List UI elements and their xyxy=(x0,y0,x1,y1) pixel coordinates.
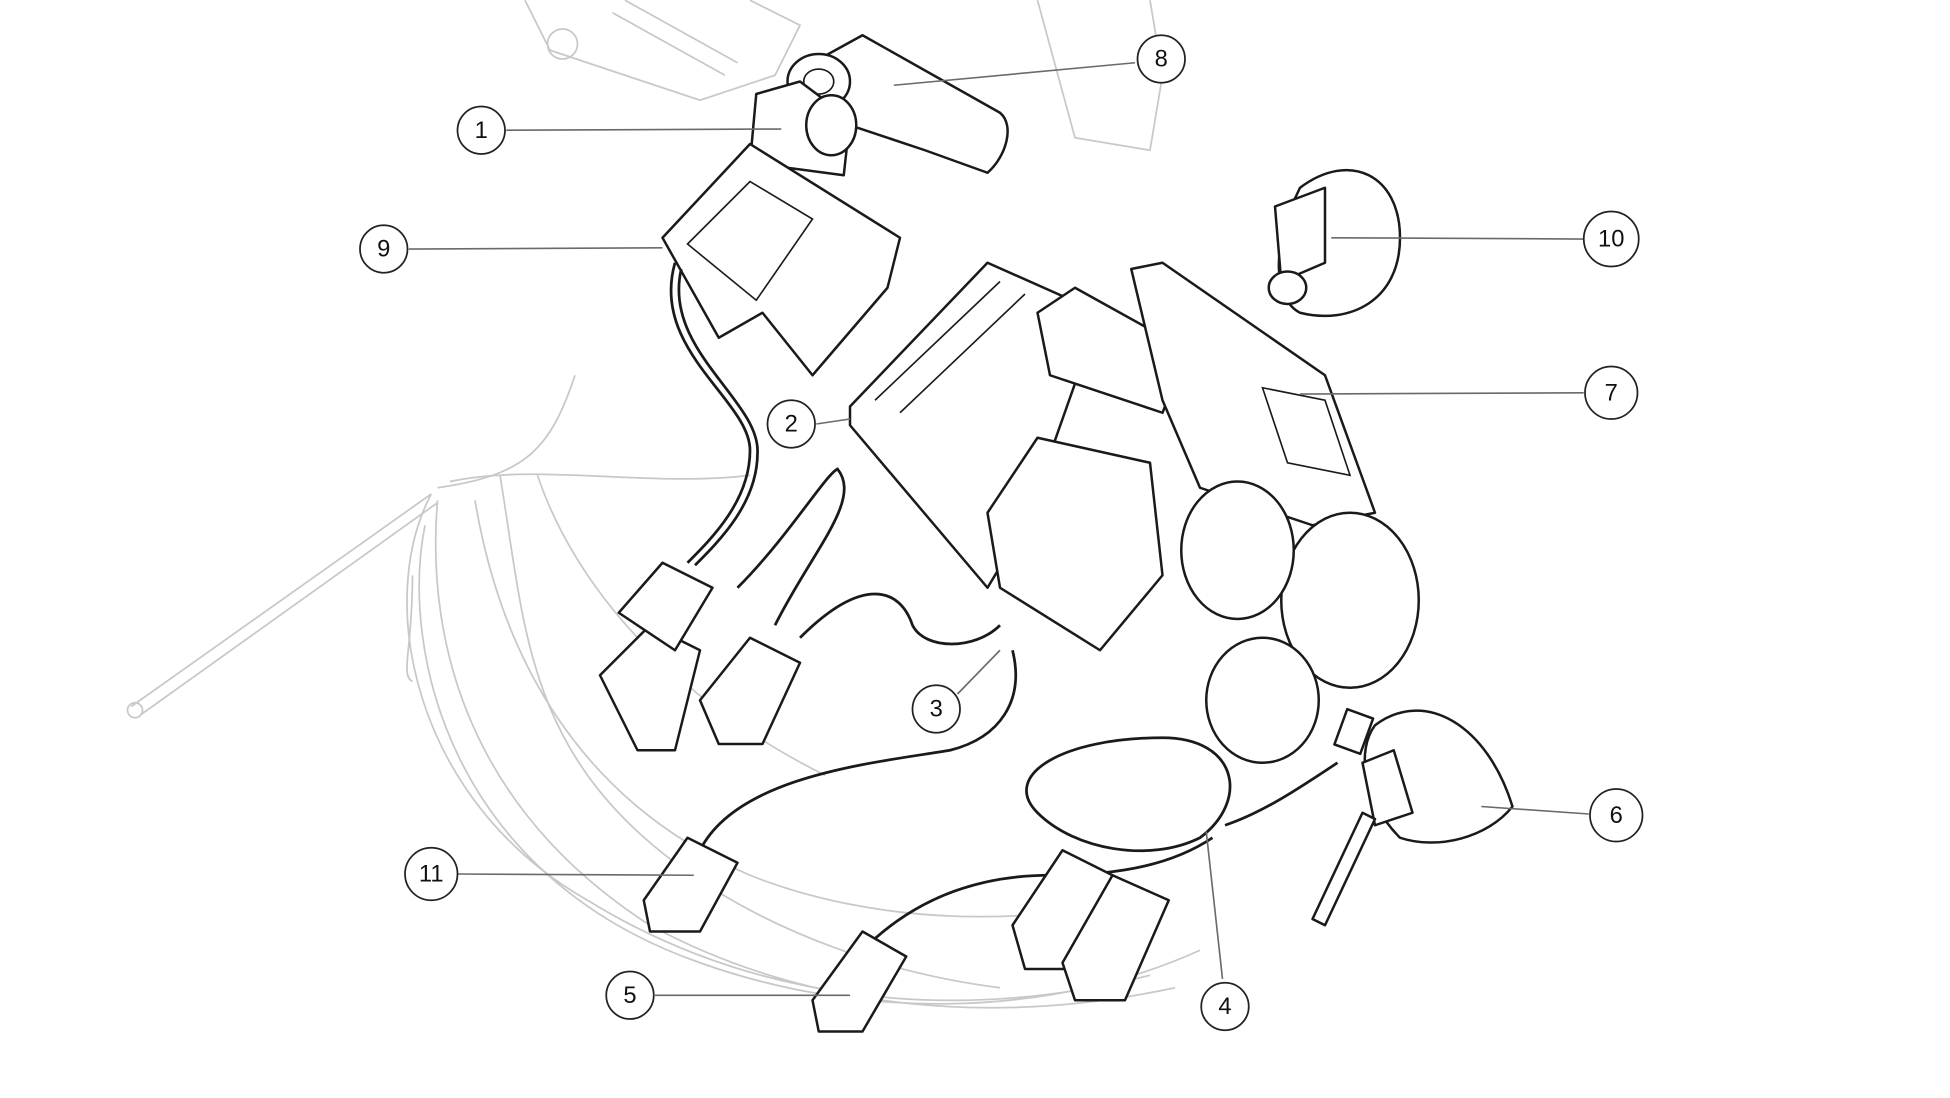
callout-2: 2 xyxy=(766,399,816,449)
callout-6: 6 xyxy=(1589,788,1644,843)
svg-text:8: 8 xyxy=(1155,46,1168,73)
svg-text:9: 9 xyxy=(377,236,390,263)
part-10-knob xyxy=(1267,169,1402,318)
leader-lines xyxy=(408,61,1589,997)
callout-10: 10 xyxy=(1582,210,1640,268)
svg-text:1: 1 xyxy=(475,117,488,144)
svg-text:3: 3 xyxy=(930,696,943,723)
callout-7: 7 xyxy=(1584,365,1639,420)
svg-text:11: 11 xyxy=(419,861,444,888)
callout-1: 1 xyxy=(456,105,506,155)
connectors xyxy=(598,561,1170,1033)
svg-text:4: 4 xyxy=(1218,993,1231,1020)
part-6-potentiometer xyxy=(1311,707,1514,927)
part-9-bracket xyxy=(661,142,902,377)
switch-assembly xyxy=(986,436,1420,853)
svg-text:10: 10 xyxy=(1598,226,1624,253)
callout-4: 4 xyxy=(1200,981,1250,1032)
svg-text:7: 7 xyxy=(1605,379,1618,406)
callout-8: 8 xyxy=(1136,34,1186,84)
callout-5: 5 xyxy=(605,970,655,1020)
svg-text:6: 6 xyxy=(1610,802,1623,829)
callout-3: 3 xyxy=(911,684,961,734)
callout-11: 11 xyxy=(404,846,459,902)
callout-9: 9 xyxy=(359,224,409,274)
svg-text:2: 2 xyxy=(785,411,798,438)
part-1-bushing xyxy=(748,80,858,177)
svg-text:5: 5 xyxy=(623,982,636,1009)
